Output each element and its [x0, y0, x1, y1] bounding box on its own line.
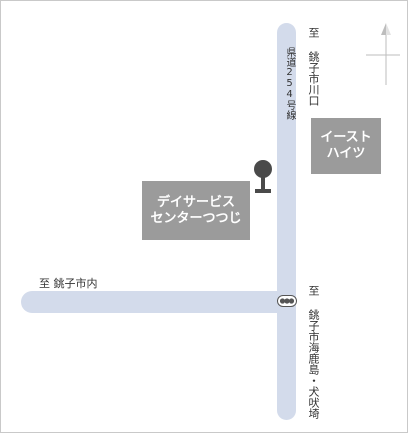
prefectural-road-254 [277, 23, 296, 420]
north-arrow-icon [366, 23, 400, 85]
south-direction-label: 至 銚子市海鹿島・犬吠埼 [307, 285, 320, 419]
west-direction-label: 至 銚子市内 [39, 277, 98, 290]
east-heights-line2: ハイツ [326, 146, 366, 161]
day-service-line2: センターつつじ [150, 210, 242, 226]
day-service-line1: デイサービス [156, 194, 235, 210]
north-direction-label: 至 銚子市川口 [307, 27, 320, 106]
traffic-light-icon [277, 295, 297, 307]
road-to-choshi-city [21, 291, 296, 313]
east-heights-line1: イースト [320, 130, 372, 145]
building-day-service-tsutsuji: デイサービス センターつつじ [142, 181, 250, 240]
building-east-heights: イースト ハイツ [311, 118, 381, 174]
road-name-label: 県道254号線 [284, 47, 295, 120]
tree-icon [254, 160, 272, 193]
